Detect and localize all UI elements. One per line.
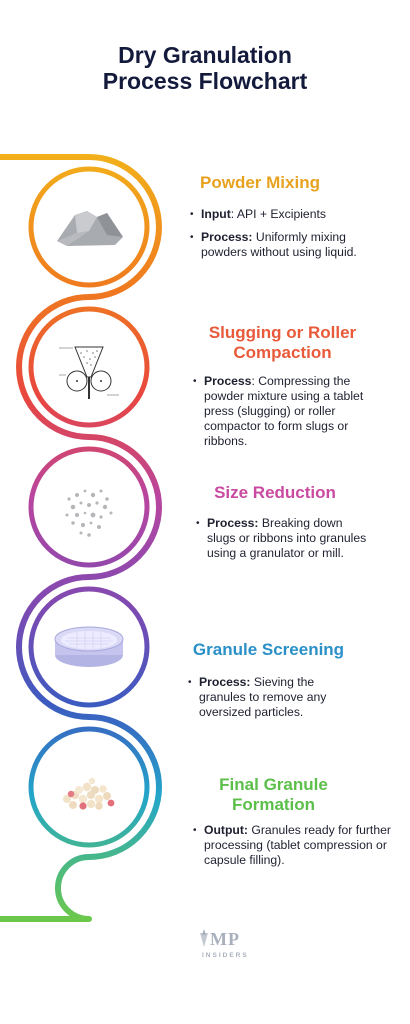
page-title: Dry Granulation Process Flowchart <box>0 42 410 94</box>
ring-5 <box>28 726 150 848</box>
step-1-title: Powder Mixing <box>200 173 320 192</box>
step-2-title-line-2: Compaction <box>233 343 332 362</box>
logo-subtext: INSIDERS <box>202 952 249 959</box>
step-3-title: Size Reduction <box>214 483 336 502</box>
sieve-icon <box>37 595 141 699</box>
step-4-title: Granule Screening <box>192 640 345 659</box>
step-3-bullets: Process: Breaking down slugs or ribbons … <box>196 516 371 569</box>
step-5-title-line-2: Formation <box>231 795 316 814</box>
bullet-text: : Compressing the powder mixture using a… <box>204 374 364 448</box>
step-5-bullets: Output: Granules ready for further proce… <box>193 823 398 876</box>
step-1-bullet-process: Process: Uniformly mixing powders withou… <box>190 230 370 260</box>
step-5-title: Final Granule Formation <box>206 775 341 815</box>
step-5-bullet-output: Output: Granules ready for further proce… <box>193 823 398 868</box>
roller-compactor-icon <box>37 315 141 419</box>
bullet-text: Uniformly mixing powders without using l… <box>201 230 357 259</box>
step-4-bullet-process: Process: Sieving the granules to remove … <box>188 675 358 720</box>
ring-3 <box>28 446 150 568</box>
bullet-label: Output: <box>204 823 248 837</box>
step-2-bullet-process: Process: Compressing the powder mixture … <box>193 374 393 449</box>
step-1-bullets: Input: API + Excipients Process: Uniform… <box>190 207 370 268</box>
bullet-label: Input <box>201 207 231 221</box>
logo-text: MP <box>210 929 240 949</box>
step-2-title: Slugging or Roller Compaction <box>195 323 370 363</box>
bullet-label: Process <box>204 374 252 388</box>
bullet-text: Sieving the granules to remove any overs… <box>199 675 327 719</box>
powder-pile-icon <box>37 175 141 279</box>
ring-4 <box>28 586 150 708</box>
brand-logo-icon <box>200 929 208 947</box>
step-2-bullets: Process: Compressing the powder mixture … <box>193 374 393 457</box>
title-line-1: Dry Granulation <box>118 42 292 68</box>
bullet-label: Process: <box>201 230 253 244</box>
bullet-text: Granules ready for further processing (t… <box>204 823 391 867</box>
ring-1 <box>28 166 150 288</box>
step-2-title-line-1: Slugging or Roller <box>208 323 357 342</box>
bullet-label: Process: <box>207 516 259 530</box>
step-4-bullets: Process: Sieving the granules to remove … <box>188 675 358 728</box>
step-3-bullet-process: Process: Breaking down slugs or ribbons … <box>196 516 371 561</box>
step-1-bullet-input: Input: API + Excipients <box>190 207 370 222</box>
granules-pile-icon <box>37 735 141 839</box>
title-line-2: Process Flowchart <box>102 68 308 94</box>
bullet-label: Process: <box>199 675 251 689</box>
bullet-text: Breaking down slugs or ribbons into gran… <box>207 516 367 560</box>
granules-scatter-icon <box>37 455 141 559</box>
step-5-title-line-1: Final Granule <box>219 775 328 794</box>
bullet-text: : API + Excipients <box>230 207 326 221</box>
ring-2 <box>28 306 150 428</box>
serpentine-line <box>0 154 162 922</box>
